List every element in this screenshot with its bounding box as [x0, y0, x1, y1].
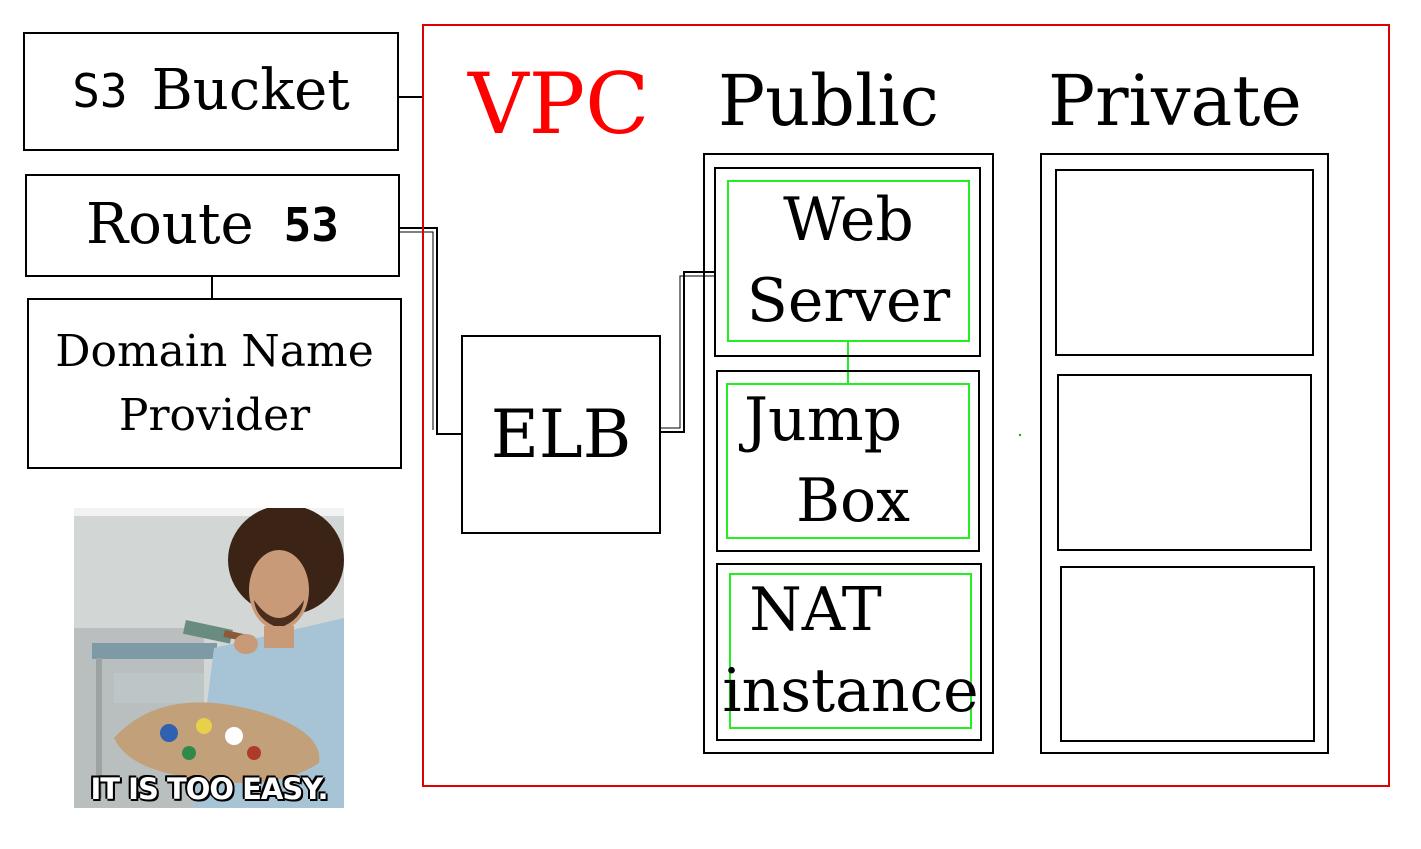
domain-provider-line1: Domain Name	[55, 325, 374, 377]
public-subnet-title: Public	[718, 60, 939, 142]
private-slot-1[interactable]	[1055, 169, 1314, 356]
route53-to-elb-line-inner	[400, 231, 434, 430]
domain-provider-line2: Provider	[118, 389, 311, 441]
s3-bucket-node[interactable]: S3 Bucket	[23, 32, 399, 151]
elb-to-webserver-line	[661, 271, 716, 433]
public-subnet-frame	[703, 153, 994, 754]
jump-box-line2: Box	[795, 466, 911, 536]
nat-line1: NAT	[749, 575, 882, 645]
web-server-line1: Web	[783, 185, 914, 255]
vpc-boundary	[422, 24, 1390, 787]
meme-image: IT IS TOO EASY.	[74, 508, 344, 808]
meme-caption: IT IS TOO EASY.	[90, 772, 329, 806]
elb-label: ELB	[490, 395, 632, 473]
stray-dot	[1018, 433, 1022, 437]
public-slot-2	[716, 370, 980, 552]
elb-node[interactable]: ELB	[461, 335, 661, 534]
route53-number: 53	[283, 198, 339, 253]
private-subnet-frame	[1040, 153, 1329, 754]
web-server-line2: Server	[746, 266, 951, 336]
painter-illustration	[74, 508, 344, 808]
route53-node[interactable]: Route 53	[25, 174, 400, 277]
private-slot-3[interactable]	[1060, 566, 1315, 742]
vpc-title: VPC	[468, 55, 650, 153]
nat-instance[interactable]: NAT instance	[722, 573, 979, 729]
route53-to-elb-line	[400, 227, 461, 435]
s3-prefix: S3	[72, 64, 128, 119]
elb-to-webserver-line-inner	[661, 275, 716, 429]
jump-box-line1: Jump	[744, 385, 902, 455]
jump-box-instance[interactable]: Jump Box	[726, 383, 970, 539]
web-server-instance[interactable]: Web Server	[727, 180, 970, 342]
public-slot-3	[716, 563, 982, 741]
domain-name-provider-node[interactable]: Domain Name Provider	[27, 298, 402, 469]
public-slot-1	[714, 167, 981, 357]
private-slot-2[interactable]	[1057, 374, 1312, 551]
nat-line2: instance	[722, 656, 979, 726]
route53-label: Route	[86, 192, 254, 258]
s3-label: Bucket	[151, 58, 350, 124]
private-subnet-title: Private	[1048, 60, 1302, 142]
